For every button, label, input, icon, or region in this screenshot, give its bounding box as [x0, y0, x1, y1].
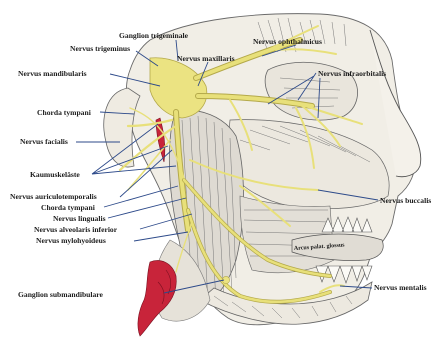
artery-facial: [138, 261, 176, 336]
label-chorda-tympani-lower: Chorda tympani: [41, 203, 95, 212]
label-ganglion-submandibulare: Ganglion submandibulare: [18, 290, 104, 299]
label-nervus-auriculotemporalis: Nervus auriculotemporalis: [10, 192, 97, 201]
label-nervus-buccalis: Nervus buccalis: [380, 196, 431, 205]
label-kaumuskelaeste: Kaumuskeläste: [30, 170, 80, 179]
label-ganglion-trigeminale: Ganglion trigeminale: [119, 31, 189, 40]
label-nervus-ophthalmicus: Nervus ophthalmicus: [253, 37, 322, 46]
label-nervus-facialis: Nervus facialis: [20, 137, 68, 146]
label-nervus-lingualis: Nervus lingualis: [53, 214, 106, 223]
label-chorda-tympani-upper: Chorda tympani: [37, 108, 91, 117]
label-nervus-trigeminus: Nervus trigeminus: [70, 44, 130, 53]
label-nervus-maxillaris: Nervus maxillaris: [177, 54, 235, 63]
label-nervus-alveolaris-inferior: Nervus alveolaris inferior: [34, 225, 118, 234]
buccinator-muscle: [240, 196, 334, 273]
label-nervus-mandibularis: Nervus mandibularis: [18, 69, 87, 78]
label-nervus-mentalis: Nervus mentalis: [374, 283, 427, 292]
label-nervus-infraorbitalis: Nervus infraorbitalis: [318, 69, 386, 78]
label-nervus-mylohyoideus: Nervus mylohyoideus: [36, 236, 106, 245]
